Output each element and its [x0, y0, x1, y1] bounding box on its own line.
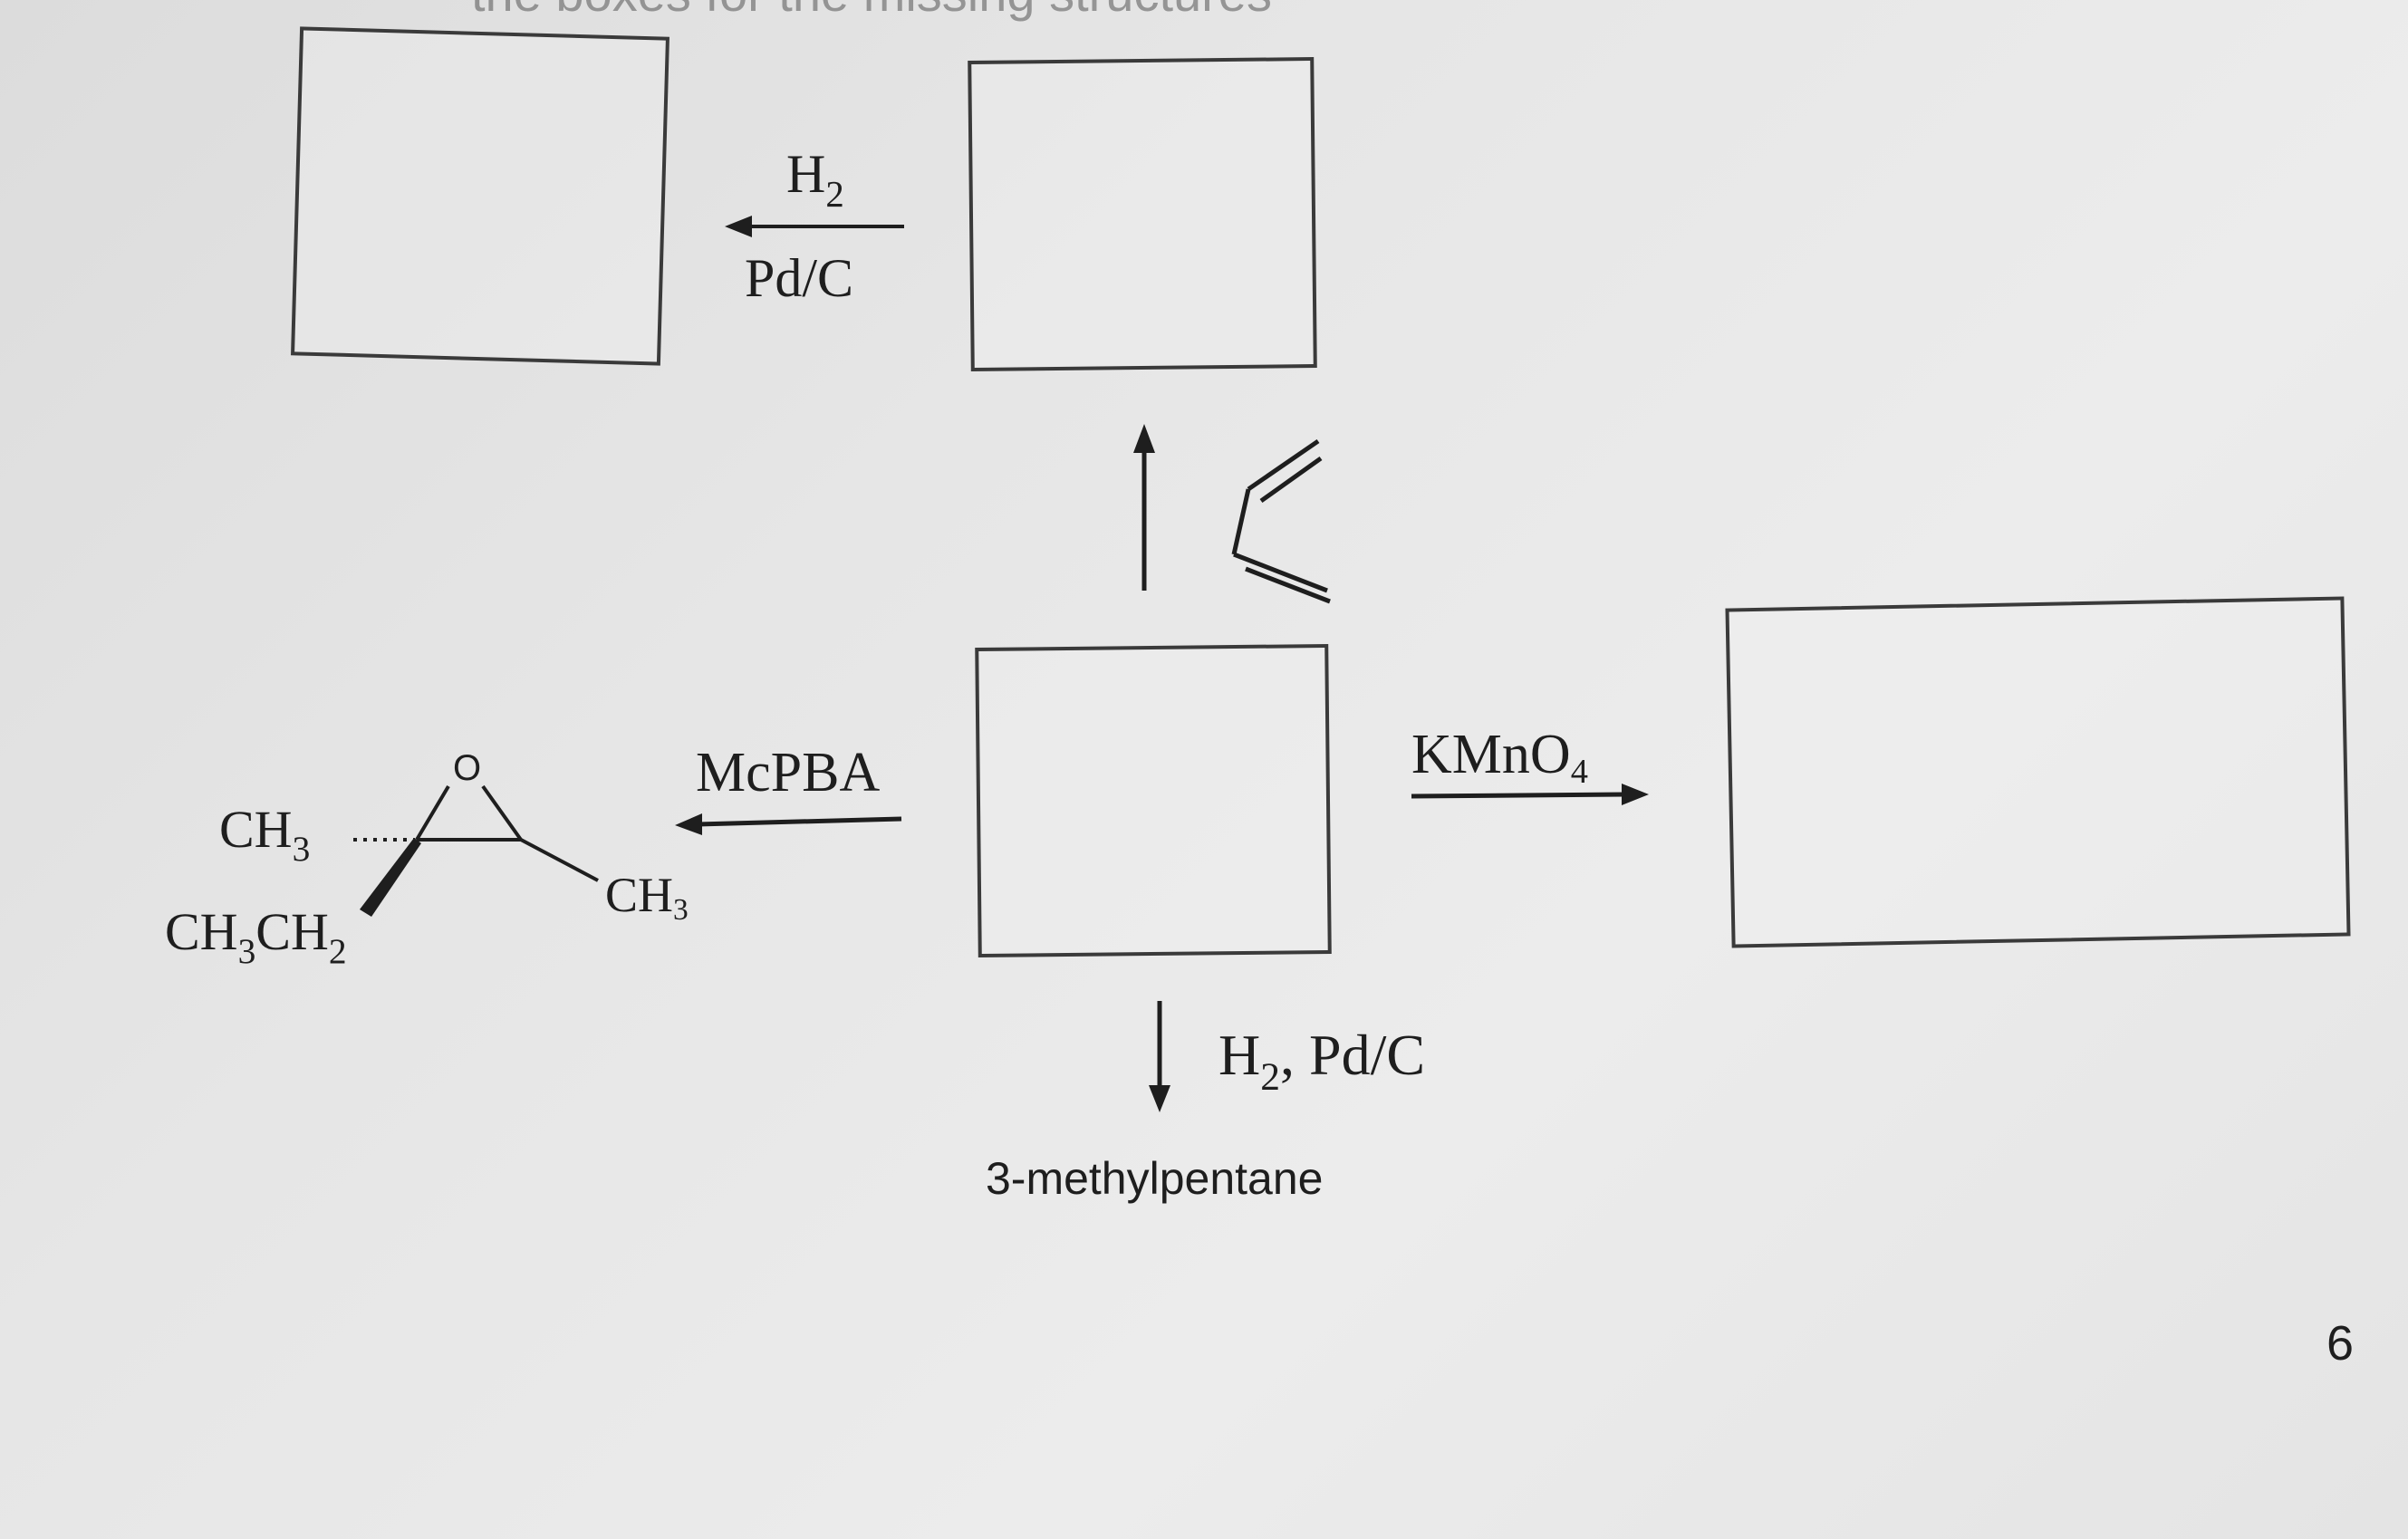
arrow-left — [675, 813, 902, 835]
reagent-kmno4: KMnO4 — [1411, 724, 1588, 791]
arrow-right — [1411, 784, 1649, 805]
reagent-h2-top: H2 — [786, 144, 844, 215]
arrow-top-left — [725, 216, 904, 237]
page-header-text: the boxes for the missing structures — [471, 0, 1272, 23]
reagent-pdc-top: Pd/C — [745, 248, 854, 308]
arrow-down — [1149, 1001, 1170, 1112]
epoxide-methyl-right: CH3 — [605, 868, 689, 928]
starting-material-box-center[interactable] — [975, 643, 1332, 958]
reagent-mcpba: McPBA — [696, 742, 881, 803]
butadiene-structure — [1231, 438, 1331, 604]
epoxide-structure — [353, 784, 599, 917]
epoxide-methyl-left: CH3 — [219, 800, 311, 869]
answer-box-right[interactable] — [1725, 596, 2351, 948]
answer-box-top-middle[interactable] — [968, 57, 1317, 371]
arrow-up — [1133, 424, 1155, 591]
product-name-3-methylpentane: 3-methylpentane — [986, 1153, 1324, 1204]
epoxide-oxygen: O — [453, 748, 482, 788]
answer-box-top-left[interactable] — [291, 26, 669, 366]
epoxide-ethyl: CH3CH2 — [165, 902, 347, 971]
reagent-h2-pdc-down: H2, Pd/C — [1218, 1023, 1426, 1099]
page-number: 6 — [2326, 1316, 2355, 1371]
